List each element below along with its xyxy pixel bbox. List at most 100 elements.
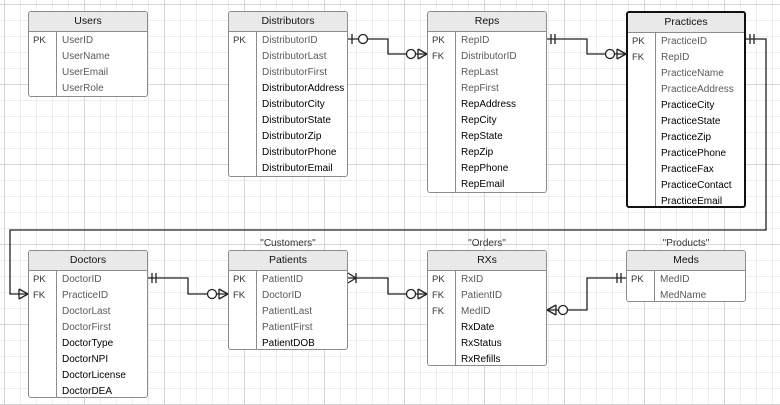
entity-header: Meds xyxy=(627,251,745,271)
field-name: DistributorZip xyxy=(262,131,322,142)
field-name: DoctorID xyxy=(262,290,302,301)
entity-header: Distributors xyxy=(229,12,347,32)
key-marker: PK xyxy=(432,274,445,285)
field-row[interactable]: PatientDOB xyxy=(229,336,347,349)
field-name: PatientFirst xyxy=(262,322,313,333)
field-row[interactable]: DistributorZip xyxy=(229,129,347,145)
field-name: RxDate xyxy=(461,322,495,333)
field-name: PracticeZip xyxy=(661,132,712,143)
field-row[interactable]: RepState xyxy=(428,129,546,145)
field-row[interactable]: MedName xyxy=(627,288,745,301)
field-name: PatientDOB xyxy=(262,338,315,349)
field-name: RepZip xyxy=(461,147,494,158)
field-row[interactable]: PracticeEmail xyxy=(628,194,744,206)
field-row[interactable]: RepAddress xyxy=(428,97,546,113)
field-row[interactable]: RxStatus xyxy=(428,336,546,352)
field-row[interactable]: RepEmail xyxy=(428,177,546,192)
entity-header: Patients xyxy=(229,251,347,271)
field-row[interactable]: PracticeCity xyxy=(628,98,744,114)
entity-header: Users xyxy=(29,12,147,32)
field-name: DoctorLast xyxy=(62,306,111,317)
field-row[interactable]: RepZip xyxy=(428,145,546,161)
field-name: RepCity xyxy=(461,115,497,126)
field-row[interactable]: DoctorLast xyxy=(29,304,147,320)
field-name: RepPhone xyxy=(461,163,509,174)
rel-meds-rxs[interactable] xyxy=(546,273,626,316)
field-name: RxStatus xyxy=(461,338,502,349)
field-row[interactable]: PatientFirst xyxy=(229,320,347,336)
field-row[interactable]: PracticeZip xyxy=(628,130,744,146)
key-marker: FK xyxy=(432,51,445,62)
field-row[interactable]: UserName xyxy=(29,49,147,65)
field-row[interactable]: DistributorPhone xyxy=(229,145,347,161)
rel-patients-rxs[interactable] xyxy=(347,272,428,300)
rel-doctors-patients[interactable] xyxy=(148,273,229,300)
field-row[interactable]: DoctorNPI xyxy=(29,352,147,368)
field-row[interactable]: RepLast xyxy=(428,65,546,81)
rel-reps-practices[interactable] xyxy=(547,34,627,60)
field-row[interactable]: PracticeName xyxy=(628,66,744,82)
field-row[interactable]: PatientLast xyxy=(229,304,347,320)
field-row[interactable]: DoctorLicense xyxy=(29,368,147,384)
field-name: DistributorAddress xyxy=(262,83,345,94)
key-column-divider xyxy=(628,33,656,206)
field-name: PracticeID xyxy=(661,36,708,47)
field-row[interactable]: RepFirst xyxy=(428,81,546,97)
field-row[interactable]: PracticeState xyxy=(628,114,744,130)
field-row[interactable]: DistributorCity xyxy=(229,97,347,113)
rel-practices-doctors[interactable] xyxy=(9,34,767,300)
key-marker: PK xyxy=(632,36,645,47)
field-row[interactable]: DoctorFirst xyxy=(29,320,147,336)
field-row[interactable]: RepPhone xyxy=(428,161,546,177)
field-row[interactable]: RxDate xyxy=(428,320,546,336)
field-row[interactable]: DistributorState xyxy=(229,113,347,129)
field-name: PracticeState xyxy=(661,116,721,127)
field-row[interactable]: PracticeContact xyxy=(628,178,744,194)
field-name: MedName xyxy=(660,290,707,301)
field-row[interactable]: RxRefills xyxy=(428,352,546,365)
field-row[interactable]: UserEmail xyxy=(29,65,147,81)
field-name: RepEmail xyxy=(461,179,505,190)
field-row[interactable]: DoctorDEA xyxy=(29,384,147,397)
field-row[interactable]: PracticePhone xyxy=(628,146,744,162)
field-row[interactable]: PracticeAddress xyxy=(628,82,744,98)
field-row[interactable]: DistributorEmail xyxy=(229,161,347,176)
field-row[interactable]: DistributorLast xyxy=(229,49,347,65)
field-name: PracticeContact xyxy=(661,180,732,191)
field-row[interactable]: PracticeFax xyxy=(628,162,744,178)
field-row[interactable]: DistributorFirst xyxy=(229,65,347,81)
entity-header: RXs xyxy=(428,251,546,271)
key-marker: PK xyxy=(631,274,644,285)
field-row[interactable]: UserRole xyxy=(29,81,147,96)
field-row[interactable]: DistributorAddress xyxy=(229,81,347,97)
field-row[interactable]: DoctorType xyxy=(29,336,147,352)
field-row[interactable]: RepCity xyxy=(428,113,546,129)
rel-distributors-reps[interactable] xyxy=(348,33,428,60)
field-name: DoctorLicense xyxy=(62,370,126,381)
field-name: DistributorState xyxy=(262,115,331,126)
field-row[interactable]: PK PracticeID xyxy=(628,34,744,50)
field-name: DistributorPhone xyxy=(262,147,337,158)
field-name: UserEmail xyxy=(62,67,109,78)
